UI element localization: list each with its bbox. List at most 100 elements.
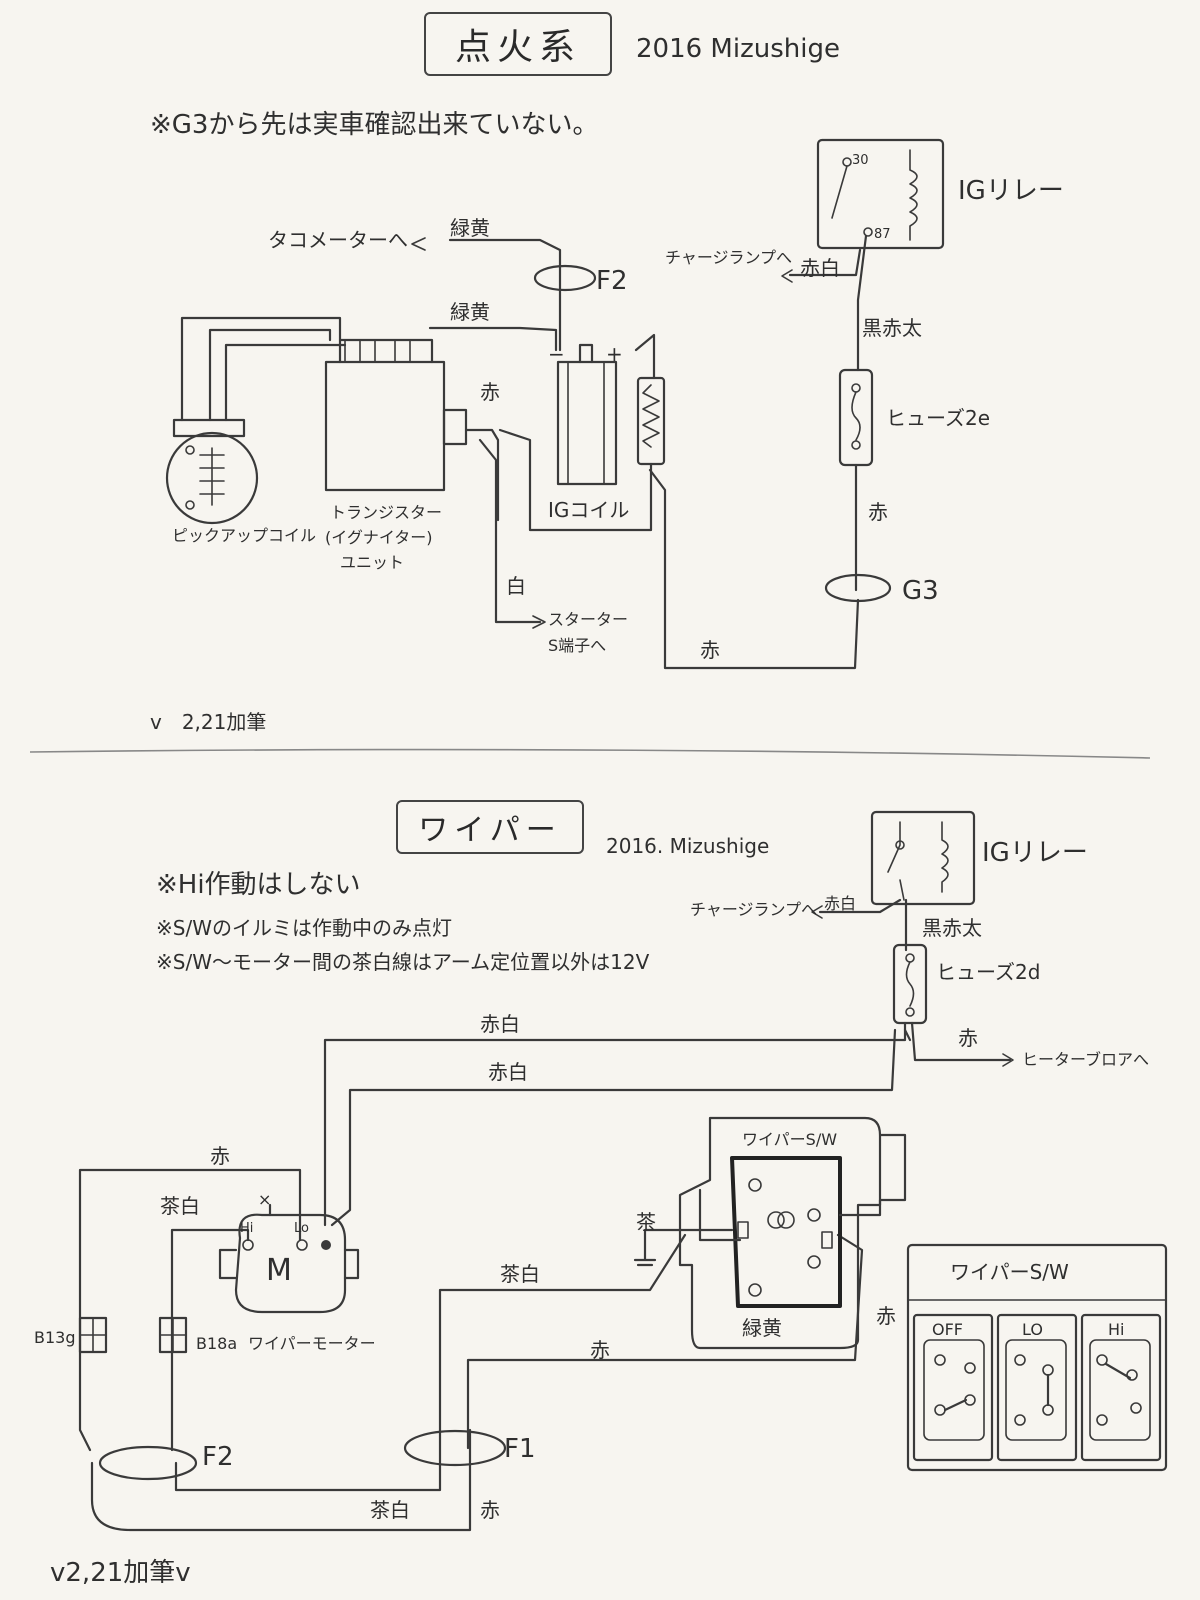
wiper-switch-title: ワイパーS/W (742, 1130, 838, 1149)
wire-brown-white-motor (170, 1228, 250, 1452)
starter-label-1: スターター (548, 610, 629, 629)
wiper-version: v2,21加筆v (50, 1558, 191, 1588)
ig-relay-box-wiper (870, 810, 976, 906)
conn-b13g-label: B13g (34, 1328, 76, 1347)
motor-symbol: M (266, 1253, 292, 1288)
wire-brown-ground (633, 1228, 734, 1267)
wire-brown-white-motor-label: 茶白 (160, 1194, 200, 1218)
section-divider (29, 748, 1151, 759)
wire-red-to-coil (648, 468, 860, 670)
wiper-title: ワイパー (396, 800, 584, 854)
f2-wiper-label: F2 (202, 1442, 234, 1472)
wire-red-heater (910, 1021, 1012, 1062)
wire-red-white-1-label: 赤白 (480, 1012, 520, 1036)
switch-pos-hi (1080, 1313, 1162, 1462)
wire-red-fuse-label: 赤 (868, 500, 888, 524)
wire-red-bottom-label: 赤 (480, 1498, 500, 1522)
starter-label-2: S端子へ (548, 636, 607, 655)
motor-label: ワイパーモーター (248, 1334, 376, 1353)
wiper-note-3: ※S/W〜モーター間の茶白線はアーム定位置以外は12V (156, 950, 650, 974)
wire-green-yellow-igniter-label: 緑黄 (450, 300, 490, 324)
heater-label: ヒーターブロアへ (1022, 1050, 1150, 1069)
wiper-author: 2016. Mizushige (606, 834, 770, 858)
igniter-label-1: トランジスター (330, 503, 443, 522)
g3-connector (824, 573, 892, 603)
switch-panel (906, 1243, 1168, 1472)
ignition-relay-label: IGリレー (958, 176, 1064, 206)
igniter-label-2: (イグナイター) (325, 528, 433, 547)
wire-charge-lamp (788, 248, 862, 277)
wiper-relay-label: IGリレー (982, 838, 1088, 868)
wire-red-bottom-label: 赤 (700, 638, 720, 662)
wiper-note-2: ※S/Wのイルミは作動中のみ点灯 (156, 916, 452, 940)
wire-green-yellow-label: 緑黄 (742, 1316, 782, 1340)
coil-plus-label: + (606, 342, 623, 366)
g3-label: G3 (902, 576, 939, 606)
igniter-label-3: ユニット (340, 553, 405, 572)
wire-white-label: 白 (506, 574, 526, 598)
f2-connector-wiper (98, 1445, 198, 1481)
wiper-switch-housing (678, 1116, 882, 1350)
wire-red-white-2 (330, 1028, 897, 1227)
wire-red-white-label: 赤白 (800, 256, 840, 280)
wire-green-yellow-tacho (448, 238, 562, 352)
wire-white-starter (478, 438, 542, 624)
wire-black-red-thick-label: 黒赤太 (862, 316, 922, 340)
relay-coil (909, 149, 918, 241)
igniter-connector (442, 408, 468, 446)
motor-hi-label: Hi (240, 1221, 254, 1236)
wire-red-motor (78, 1168, 302, 1452)
ignition-note: ※G3から先は実車確認出来ていない。 (150, 110, 599, 140)
wire-brown-white-bottom-label: 茶白 (370, 1498, 410, 1522)
ignition-author: 2016 Mizushige (636, 34, 840, 64)
wire-green-yellow-igniter (428, 326, 558, 352)
wiper-wire-red-white-top: 赤白 (824, 894, 857, 913)
wire-red-motor-label: 赤 (210, 1144, 230, 1168)
relay-pin-30-label: 30 (852, 153, 869, 168)
wire-red-f1-label: 赤 (590, 1338, 610, 1362)
pickup-coil (165, 431, 259, 525)
pickup-coil-label: ピックアップコイル (172, 526, 317, 545)
f1-connector (403, 1429, 507, 1467)
relay-pin-30 (842, 157, 852, 167)
wire-red-switch-label: 赤 (876, 1304, 896, 1328)
tacho-label: タコメーターへ (268, 228, 408, 252)
pos-off-label: OFF (932, 1320, 963, 1339)
ig-relay-box (816, 138, 945, 250)
ig-coil-label: IGコイル (548, 498, 630, 522)
wire-brown-white-mid-label: 茶白 (500, 1262, 540, 1286)
wiper-charge-lamp-label: チャージランプへ (690, 900, 818, 919)
fuse-2d-label: ヒューズ2d (936, 960, 1041, 984)
motor-x-label: × (258, 1190, 272, 1209)
ignition-version: v 2,21加筆 (150, 710, 267, 734)
conn-b18a-label: B18a (196, 1334, 238, 1353)
switch-panel-title: ワイパーS/W (950, 1260, 1069, 1284)
wire-red-white-2-label: 赤白 (488, 1060, 528, 1084)
igniter-unit (324, 360, 446, 492)
f2-connector-ign (533, 264, 597, 292)
motor-lo-label: Lo (294, 1221, 309, 1236)
charge-lamp-label: チャージランプへ (665, 248, 793, 267)
wire-red-igniter-label: 赤 (480, 380, 500, 404)
switch-pos-lo (996, 1313, 1078, 1462)
wire-red-heater-label: 赤 (958, 1026, 978, 1050)
pos-hi-label: Hi (1108, 1320, 1125, 1339)
fuse-2e-label: ヒューズ2e (886, 406, 991, 430)
wiper-note-1: ※Hi作動はしない (156, 870, 361, 900)
wire-charge-lamp-wiper (818, 898, 902, 914)
relay-pin-87-label: 87 (874, 227, 891, 242)
wire-green-yellow-tacho-label: 緑黄 (450, 216, 490, 240)
f2-ign-label: F2 (596, 266, 628, 296)
wire-brown-label: 茶 (636, 1210, 656, 1234)
wiper-wire-black-red-thick: 黒赤太 (922, 916, 982, 940)
ig-coil (556, 360, 618, 486)
wire-red-white-1 (323, 1021, 907, 1227)
wiper-motor (234, 1213, 347, 1314)
fuse-2d (892, 943, 928, 1025)
relay-pin-87 (863, 227, 873, 237)
wiper-switch-body (730, 1156, 842, 1308)
f1-label: F1 (504, 1434, 536, 1464)
switch-pos-off (912, 1313, 994, 1462)
